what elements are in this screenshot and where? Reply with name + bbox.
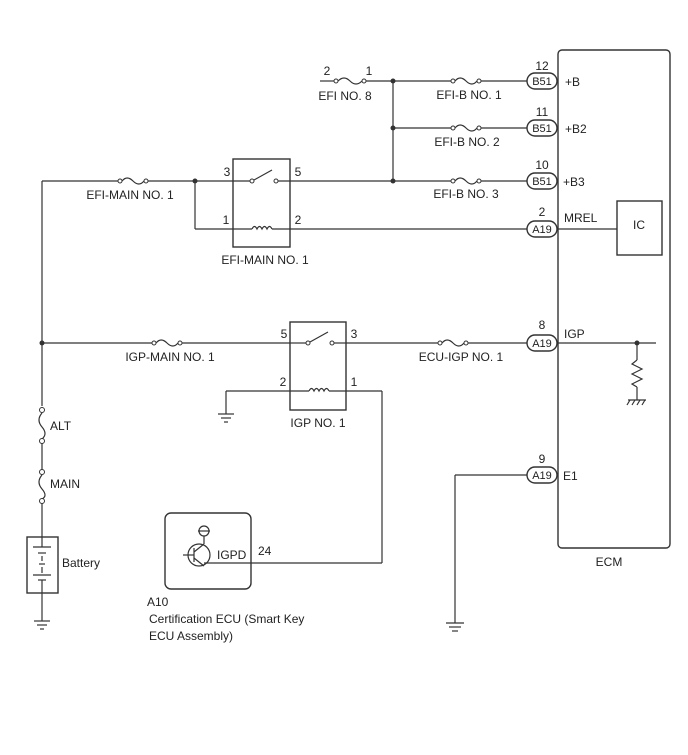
igp-main-no1-fuse [155,339,179,347]
alt-label: ALT [50,419,72,433]
pin-number: 2 [539,205,546,219]
certification-ecu-name-2: ECU Assembly) [149,629,233,643]
efi-main-no1-fuse [121,177,145,185]
igp-pulldown-resistor [630,359,644,388]
igp-relay-label: IGP NO. 1 [290,416,345,430]
relay-contact [253,169,273,181]
efi-no8-pin-right: 1 [366,64,373,78]
connector-badge [526,119,558,137]
signal-name: E1 [563,469,578,483]
certification-ecu-code: A10 [147,595,169,609]
signal-name: +B2 [565,122,587,136]
ic-label: IC [633,218,645,232]
alt-fusible-link: ALT [38,407,72,444]
connector-badge [526,72,558,90]
igp-relay: 5 3 2 1 IGP NO. 1 [218,321,382,430]
signal-name: +B3 [563,175,585,189]
relay-pin: 5 [281,327,288,341]
connector-code: A19 [532,224,552,236]
ecu-igp-no1-fuse [441,339,465,347]
ground-symbol [218,413,234,423]
relay-pin: 1 [223,213,230,227]
relay-pin: 3 [351,327,358,341]
efi-no8-label: EFI NO. 8 [318,89,372,103]
connector-code: B51 [532,76,552,88]
efi-main-no1-fuse-label: EFI-MAIN NO. 1 [86,188,174,202]
efi-no8-pin-left: 2 [324,64,331,78]
efib-no1-label: EFI-B NO. 1 [436,88,502,102]
pin-number: 9 [539,452,546,466]
efi-main-relay-box [232,158,291,248]
certification-ecu-name-1: Certification ECU (Smart Key [149,612,304,626]
efib-no1-fuse [454,77,478,85]
efib-no2-fuse [454,124,478,132]
efib-no1-circuit: EFI-B NO. 1 [393,77,527,102]
ecm-pin-b3: 10 B51 +B3 [526,158,585,190]
relay-pin: 3 [224,165,231,179]
ground-symbol [34,620,50,630]
efib-no3-circuit: EFI-B NO. 3 [393,177,527,201]
relay-coil [308,387,330,393]
relay-pin: 2 [295,213,302,227]
ecm-pin-mrel: 2 A19 MREL [526,205,617,238]
signal-name: +B [565,75,580,89]
relay-coil [251,225,273,231]
efi-no8-circuit: 2 1 EFI NO. 8 [318,64,393,103]
signal-name: MREL [564,211,598,225]
efi-main-relay: 3 5 1 2 EFI-MAIN NO. 1 [221,158,527,267]
ecm-pin-e1: 9 A19 E1 [446,452,578,632]
signal-name: IGP [564,327,585,341]
relay-pin: 1 [351,375,358,389]
efi-main-no1-fuse-circuit: EFI-MAIN NO. 1 [42,177,233,230]
igp-main-no1-label: IGP-MAIN NO. 1 [125,350,215,364]
ecu-igp-no1-label: ECU-IGP NO. 1 [419,350,504,364]
connector-code: A19 [532,338,552,350]
main-fusible-link: MAIN [38,469,80,504]
certification-ecu: IGPD 24 A10 Certification ECU (Smart Key… [147,391,383,643]
ground-symbol [446,622,464,632]
relay-pin: 5 [295,165,302,179]
main-link [38,474,46,500]
efib-no2-circuit: EFI-B NO. 2 [393,124,527,149]
ecm-pin-b2: 11 B51 +B2 [526,105,587,137]
ecm-pin-b: 12 B51 +B [526,59,580,90]
efi-no8-fuse [337,77,363,85]
igpd-terminal: IGPD [217,548,247,562]
connector-code: A19 [532,470,552,482]
igp-relay-box [289,321,347,411]
relay-contact [309,331,329,343]
connector-code: B51 [532,176,552,188]
main-label: MAIN [50,477,80,491]
igpd-pin: 24 [258,544,272,558]
ecu-igp-no1-circuit: ECU-IGP NO. 1 [346,339,527,364]
connector-badge [526,172,558,190]
efib-no2-label: EFI-B NO. 2 [434,135,500,149]
relay-pin: 2 [280,375,287,389]
pin-number: 11 [536,105,549,119]
ecm-label: ECM [596,555,623,569]
ic-box [616,200,663,256]
battery: Battery [26,536,100,594]
pin-number: 12 [535,59,549,73]
efi-main-relay-label: EFI-MAIN NO. 1 [221,253,309,267]
pin-number: 8 [539,318,546,332]
efib-no3-fuse [454,177,478,185]
battery-label: Battery [62,556,100,570]
ecm-pin-igp: 8 A19 IGP [526,318,656,406]
igp-main-no1-circuit: IGP-MAIN NO. 1 [42,339,290,364]
efib-no3-label: EFI-B NO. 3 [433,187,499,201]
connector-code: B51 [532,123,552,135]
alt-link [38,412,46,440]
ecm-box [557,49,671,549]
pin-number: 10 [535,158,549,172]
